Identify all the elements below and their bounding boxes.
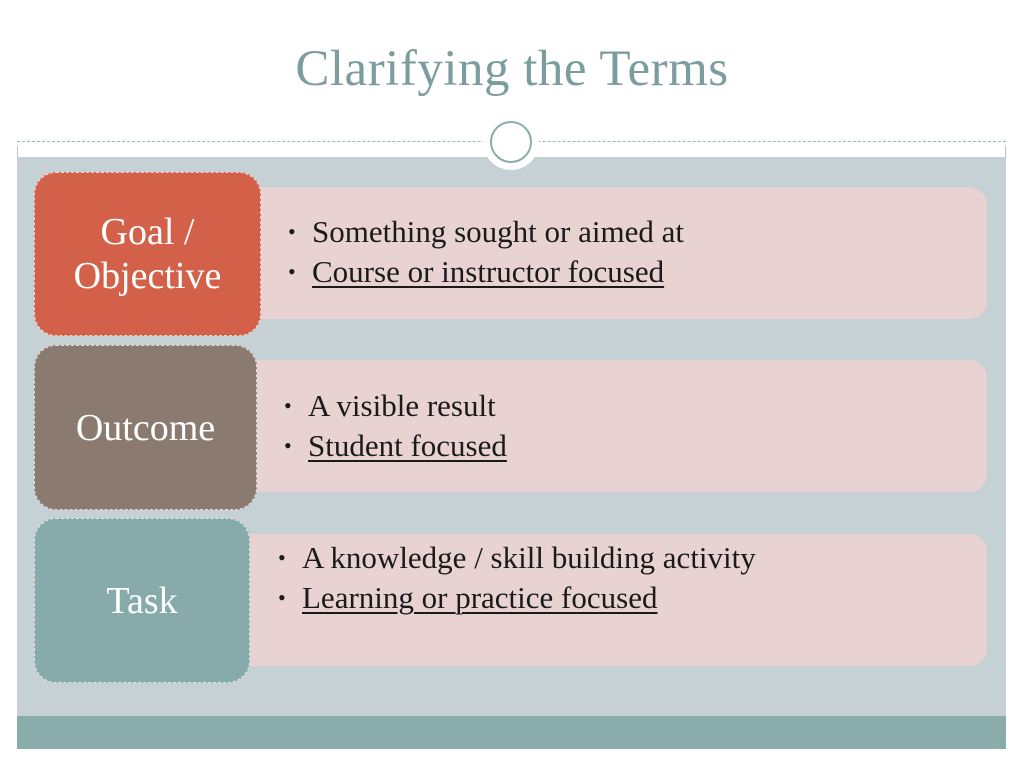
term-label-goal: Goal / Objective xyxy=(34,172,261,336)
bullet-text: Student focused xyxy=(308,428,507,463)
list-item: • A visible result xyxy=(284,386,507,426)
bullet-dot-icon: • xyxy=(284,393,292,418)
bullet-dot-icon: • xyxy=(288,219,296,244)
term-panel-goal xyxy=(230,187,987,319)
list-item: • Something sought or aimed at xyxy=(288,212,684,252)
bullet-text: A knowledge / skill building activity xyxy=(302,540,756,575)
term-label-goal-line2: Objective xyxy=(73,255,222,297)
term-panel-task xyxy=(230,534,987,666)
list-item: • Student focused xyxy=(284,426,507,466)
term-label-outcome-text: Outcome xyxy=(75,406,216,449)
bullet-text: A visible result xyxy=(308,388,496,423)
bullet-dot-icon: • xyxy=(288,259,296,284)
list-item: • A knowledge / skill building activity xyxy=(278,538,756,578)
bullet-list-task: • A knowledge / skill building activity •… xyxy=(278,538,756,618)
bullet-list-goal: • Something sought or aimed at • Course or… xyxy=(288,212,684,292)
list-item: • Learning or practice focused xyxy=(278,578,756,618)
slide-title: Clarifying the Terms xyxy=(295,41,729,97)
bullet-text: Learning or practice focused xyxy=(302,580,658,615)
circle-ring-icon xyxy=(483,114,539,170)
bullet-dot-icon: • xyxy=(284,433,292,458)
term-label-outcome: Outcome xyxy=(34,345,257,510)
bullet-text: Course or instructor focused xyxy=(312,254,665,289)
bullet-dot-icon: • xyxy=(278,545,286,570)
bullet-dot-icon: • xyxy=(278,585,286,610)
list-item: • Course or instructor focused xyxy=(288,252,684,292)
term-label-task-text: Task xyxy=(106,579,178,622)
footer-band xyxy=(17,716,1006,749)
ring-inner xyxy=(490,121,532,163)
bullet-text: Something sought or aimed at xyxy=(312,214,684,249)
term-panel-outcome xyxy=(230,360,987,492)
term-label-task: Task xyxy=(34,518,250,683)
bullet-list-outcome: • A visible result • Student focused xyxy=(284,386,507,466)
term-label-goal-line1: Goal / xyxy=(100,211,195,253)
